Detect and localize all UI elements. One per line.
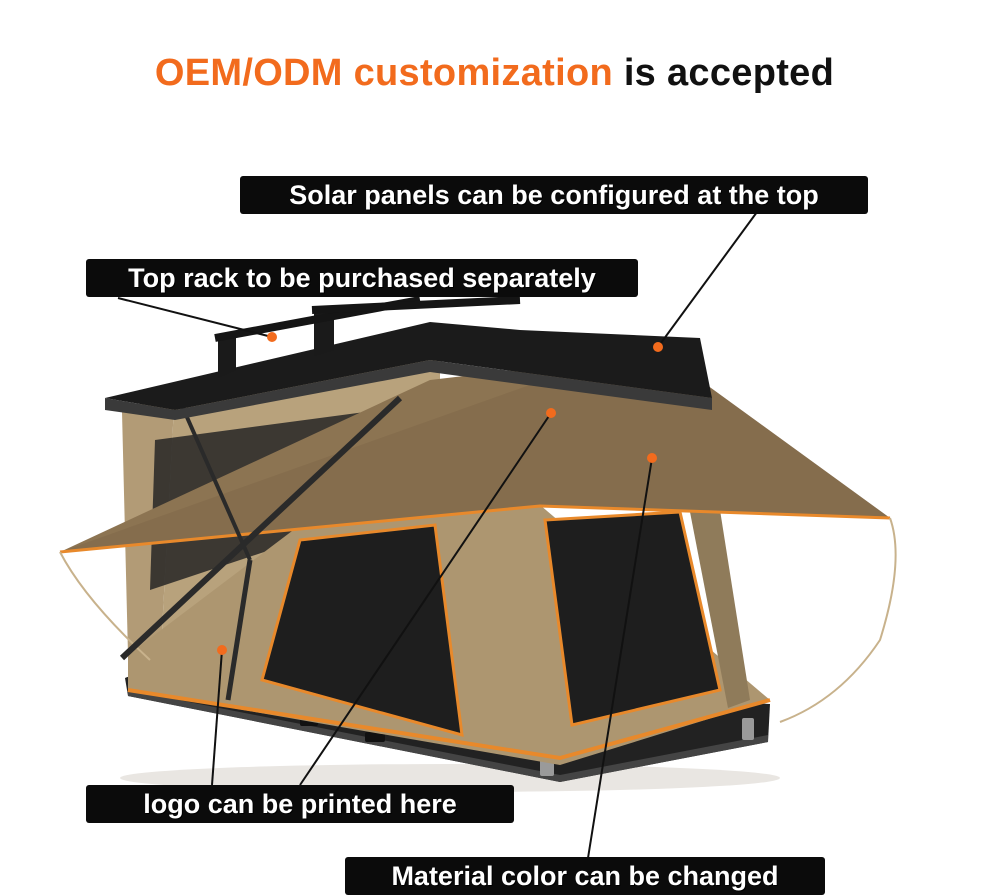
marker-logo-top: [546, 408, 556, 418]
rack-leg-1: [218, 334, 236, 378]
marker-material: [647, 453, 657, 463]
tent-front-window-1: [260, 523, 464, 738]
shell-top-edge: [105, 360, 712, 420]
guy-rope-right: [779, 517, 897, 723]
awning-shade: [60, 360, 890, 552]
rack-bar-2: [311, 296, 521, 314]
label-solar: Solar panels can be configured at the to…: [240, 176, 868, 214]
label-rack: Top rack to be purchased separately: [86, 259, 638, 297]
tent-front-window-2: [543, 510, 722, 727]
strut-gas: [173, 389, 252, 561]
leader-solar: [657, 211, 758, 348]
marker-logo-side: [217, 645, 227, 655]
headline-rest: is accepted: [612, 52, 835, 94]
leader-rack: [117, 297, 273, 338]
tent-bottom-trim: [127, 688, 771, 761]
headline-accent: OEM/ODM customization: [154, 52, 613, 94]
leader-logo-2: [211, 649, 223, 786]
tent-side-flap: [690, 510, 750, 708]
headline: OEM/ODM customization is accepted: [0, 52, 989, 95]
shell-top: [105, 322, 712, 410]
marker-rack: [267, 332, 277, 342]
base-buckle-2: [742, 718, 754, 740]
leader-logo-1: [299, 412, 552, 786]
label-logo: logo can be printed here: [86, 785, 514, 823]
awning-trim: [59, 504, 891, 554]
leader-material: [587, 457, 653, 859]
base-latch-2: [365, 732, 385, 742]
marker-solar: [653, 342, 663, 352]
strut-front: [119, 395, 403, 661]
strut-gas-lower: [225, 559, 253, 701]
label-material: Material color can be changed: [345, 857, 825, 895]
